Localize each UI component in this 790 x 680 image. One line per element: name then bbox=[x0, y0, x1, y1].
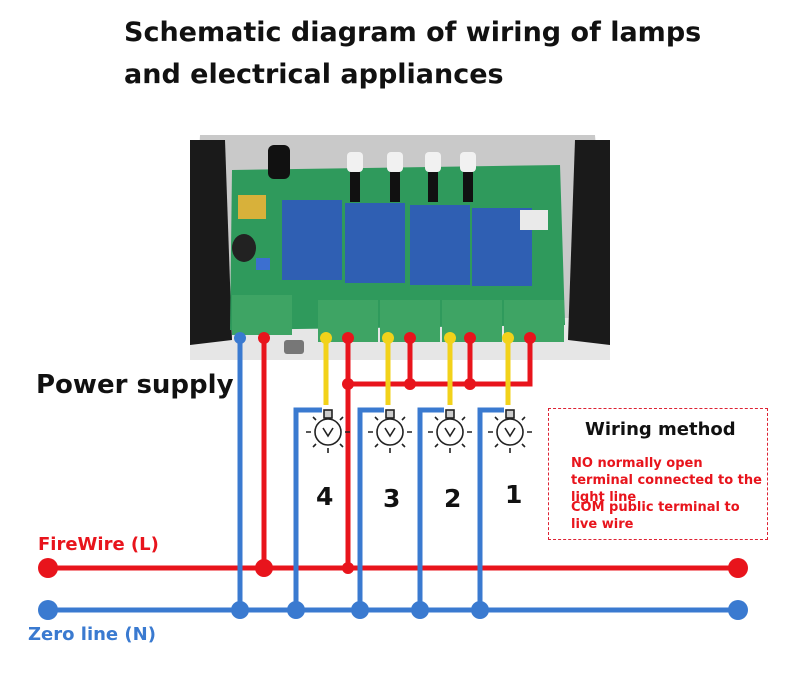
neutral-nodes bbox=[38, 332, 748, 620]
wiring-method-box: Wiring method NO normally open terminal … bbox=[548, 408, 768, 540]
led-module bbox=[520, 210, 548, 230]
load-wires bbox=[323, 338, 511, 405]
power-supply-label: Power supply bbox=[36, 370, 234, 400]
lamp-icons bbox=[306, 409, 532, 453]
capacitor bbox=[232, 234, 256, 262]
terminal-blocks bbox=[232, 295, 564, 342]
push-buttons bbox=[347, 152, 476, 202]
relays bbox=[282, 200, 532, 286]
live-wires bbox=[48, 338, 738, 571]
live-nodes bbox=[38, 332, 748, 578]
firewire-label: FireWire (L) bbox=[38, 534, 159, 555]
wiring-method-no: NO normally open terminal connected to t… bbox=[571, 456, 762, 505]
antenna-coil bbox=[268, 145, 290, 179]
lamp-number-2: 2 bbox=[444, 484, 462, 513]
relay-module bbox=[190, 135, 610, 360]
transformer bbox=[238, 195, 266, 219]
lamp-number-1: 1 bbox=[505, 480, 523, 509]
wiring-method-title: Wiring method bbox=[585, 419, 736, 440]
lamp-number-4: 4 bbox=[316, 482, 334, 511]
diagram-title: Schematic diagram of wiring of lamps and… bbox=[124, 17, 702, 90]
lamp-number-3: 3 bbox=[383, 484, 401, 513]
wiring-method-com: COM public terminal to live wire bbox=[571, 500, 740, 532]
zero-line-label: Zero line (N) bbox=[28, 624, 156, 645]
usb-port bbox=[284, 340, 304, 354]
neutral-wires bbox=[48, 338, 738, 613]
